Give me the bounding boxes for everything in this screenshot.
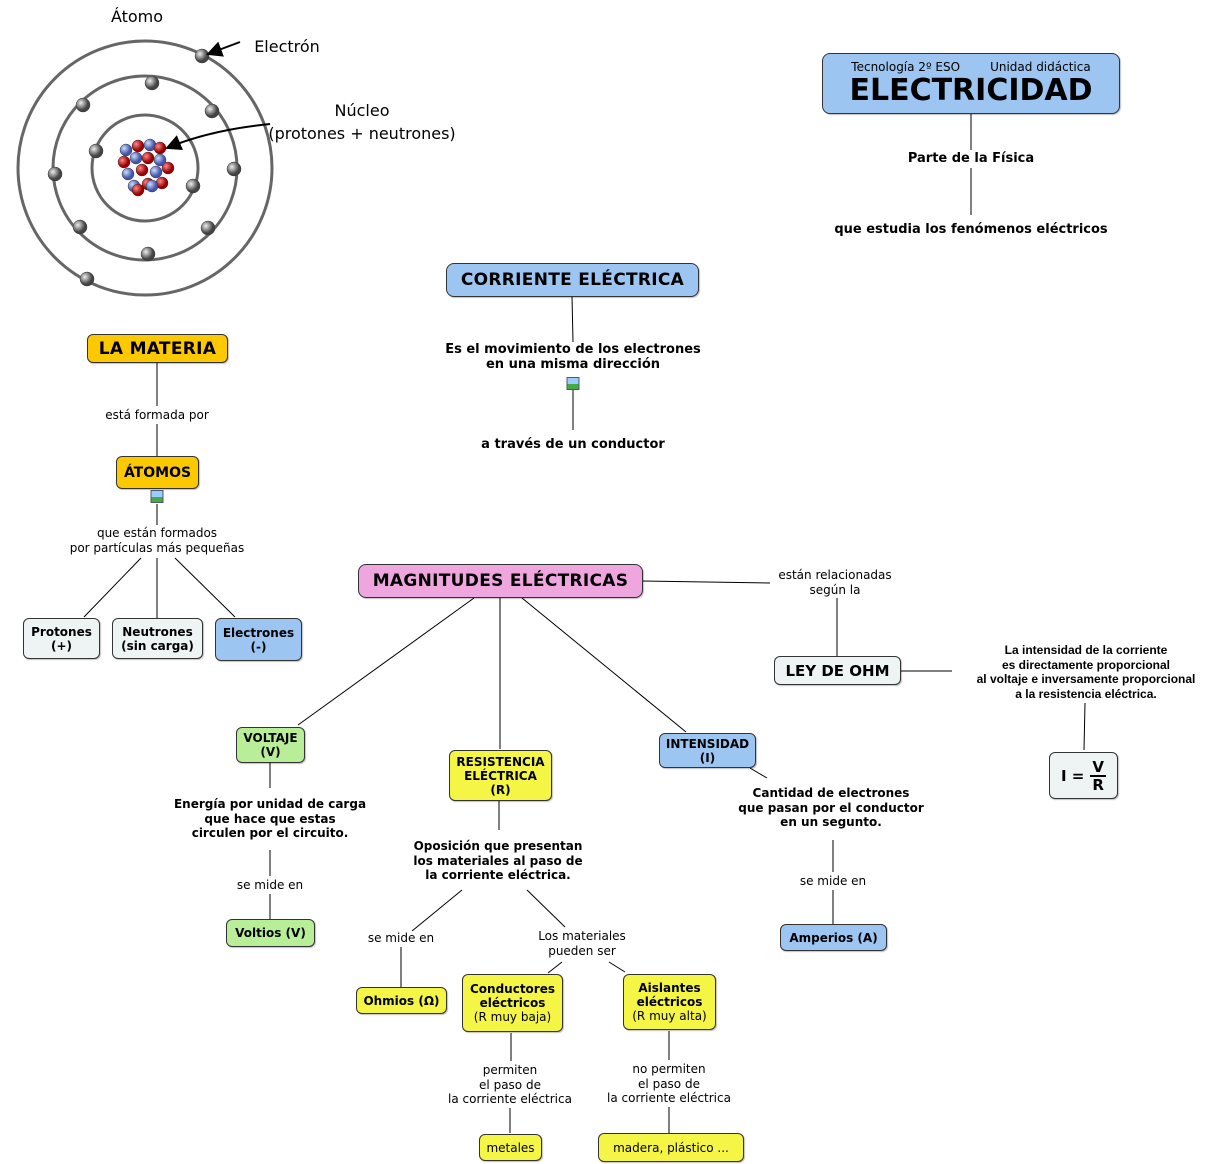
image-icon[interactable] [566,377,580,390]
voltaje-measured-link: se mide en [234,878,306,893]
resistencia-measured-link: se mide en [365,931,437,946]
electricidad-title-node[interactable]: Tecnología 2º ESO Unidad didáctica ELECT… [822,53,1120,114]
nucleus-label: Núcleo (protones + neutrones) [268,101,456,143]
aislantes-link: no permiten el paso de la corriente eléc… [605,1062,733,1106]
aislantes-title: Aislantes eléctricos [636,981,703,1009]
conductor-phrase: a través de un conductor [479,437,667,453]
resistencia-definition: Oposición que presentan los materiales a… [411,839,585,883]
corriente-definition: Es el movimiento de los electrones en un… [443,342,703,372]
related-link: están relacionadas según la [776,568,894,597]
metales-node[interactable]: metales [479,1134,542,1161]
atom-title: Átomo [110,7,164,26]
ohm-law-statement: La intensidad de la corriente es directa… [953,643,1219,701]
voltaje-definition: Energía por unidad de carga que hace que… [171,797,369,841]
formula-numerator: V [1090,757,1106,777]
formed-by-link: está formada por [103,408,211,423]
phenomena-phrase: que estudia los fenómenos eléctricos [832,222,1110,238]
la-materia-node[interactable]: LA MATERIA [87,334,228,363]
aislantes-subtitle: (R muy alta) [632,1009,707,1023]
conductores-node[interactable]: Conductores eléctricos (R muy baja) [462,974,563,1032]
ohmios-node[interactable]: Ohmios (Ω) [356,987,447,1014]
atomos-node[interactable]: ÁTOMOS [116,456,199,489]
particles-link: que están formados por partículas más pe… [67,526,247,555]
unit-label: Unidad didáctica [990,59,1091,74]
aislantes-node[interactable]: Aislantes eléctricos (R muy alta) [623,974,716,1030]
materials-link: Los materiales pueden ser [536,929,628,958]
intensidad-definition: Cantidad de electrones que pasan por el … [736,786,926,830]
intensidad-node[interactable]: INTENSIDAD (I) [659,733,756,768]
amperios-node[interactable]: Amperios (A) [780,924,887,951]
voltaje-node[interactable]: VOLTAJE (V) [236,727,305,763]
voltios-node[interactable]: Voltios (V) [226,919,315,947]
ohm-formula-node[interactable]: I = V R [1049,752,1118,799]
resistencia-node[interactable]: RESISTENCIA ELÉCTRICA (R) [449,750,552,801]
neutrones-node[interactable]: Neutrones (sin carga) [112,618,203,659]
magnitudes-electricas-node[interactable]: MAGNITUDES ELÉCTRICAS [358,564,643,598]
formula-lhs: I = [1061,766,1085,785]
formula-denominator: R [1092,775,1104,794]
conductores-title: Conductores eléctricos [469,982,556,1010]
formula-fraction: V R [1090,759,1106,793]
intensidad-measured-link: se mide en [797,874,869,889]
physics-phrase: Parte de la Física [905,151,1037,167]
madera-plastico-node[interactable]: madera, plástico ... [598,1133,744,1162]
protones-node[interactable]: Protones (+) [23,618,100,659]
electrones-node[interactable]: Electrones (-) [215,618,302,661]
electron-label: Electrón [254,37,320,56]
main-title: ELECTRICIDAD [849,72,1093,108]
subject-label: Tecnología 2º ESO [851,59,961,74]
corriente-electrica-node[interactable]: CORRIENTE ELÉCTRICA [446,263,699,297]
ley-de-ohm-node[interactable]: LEY DE OHM [774,656,901,685]
conductores-subtitle: (R muy baja) [473,1010,552,1024]
atom-illustration [16,39,274,297]
title-subheader: Tecnología 2º ESO Unidad didáctica [851,60,1090,74]
image-icon[interactable] [150,490,164,503]
conductores-link: permiten el paso de la corriente eléctri… [446,1063,574,1107]
